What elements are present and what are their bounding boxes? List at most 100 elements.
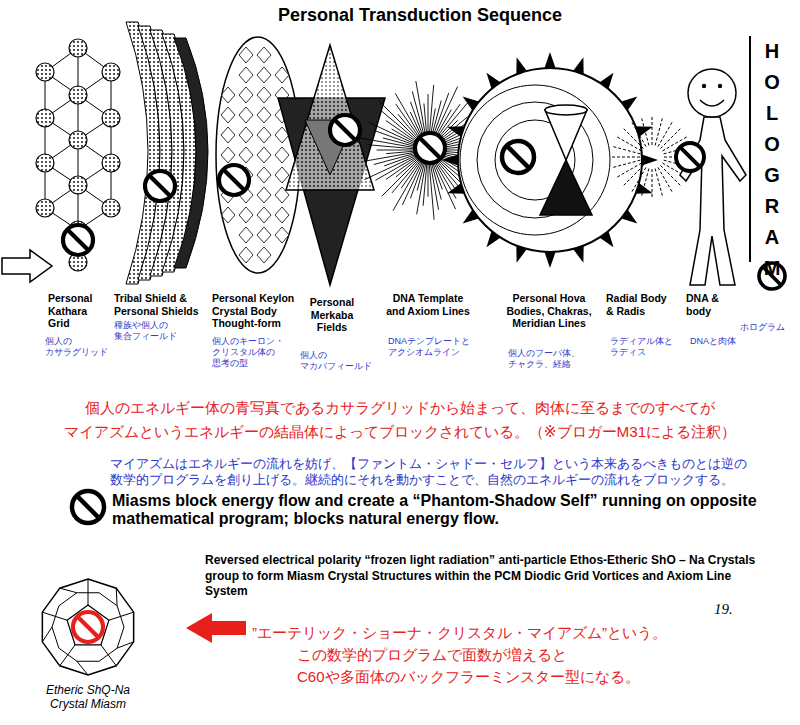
crystal xyxy=(257,67,271,83)
crystal xyxy=(239,227,253,243)
no-symbol-ring xyxy=(73,612,103,642)
smile xyxy=(700,100,724,106)
no-symbol-slash xyxy=(507,146,530,169)
grid-sphere xyxy=(69,39,87,57)
annotation-red: 個人のエネルギー体の青写真であるカサラグリッドから始まって、肉体に至るまでのすべ… xyxy=(30,396,770,443)
crystal xyxy=(257,167,271,183)
title: Personal Transduction Sequence xyxy=(240,5,600,27)
miasm-statement: Miasms block energy flow and create a “P… xyxy=(112,492,760,529)
crystal xyxy=(239,147,253,163)
radis-ray xyxy=(652,117,653,145)
radis-ray xyxy=(660,165,680,185)
dodeca-edge xyxy=(77,661,88,675)
crystal xyxy=(257,87,271,103)
no-symbol xyxy=(676,143,704,171)
head xyxy=(688,69,736,117)
part-label-ja: DNAテンプレートと アクシオムライン xyxy=(388,336,490,358)
crystal xyxy=(275,227,289,243)
annotation-red: ”エーテリック・ショーナ・クリスタル・マイアズム”という。 この数学的プログラム… xyxy=(252,622,737,687)
crystal xyxy=(239,47,253,63)
radis-ray xyxy=(655,169,662,196)
axiom-line xyxy=(410,158,425,199)
no-symbol xyxy=(219,165,249,195)
no-symbol xyxy=(330,115,360,145)
part-label-ja: 個人のフーバ体、 チャクラ、経絡 xyxy=(508,348,598,370)
no-symbol-ring xyxy=(219,165,249,195)
no-symbol-slash xyxy=(419,137,440,158)
merkaba xyxy=(278,45,385,285)
radis-ray xyxy=(612,157,640,158)
axiom-line xyxy=(431,157,455,209)
part-label-ja: DNAと肉体 xyxy=(690,336,750,347)
radis-ray xyxy=(642,118,649,145)
merkaba-up xyxy=(286,45,374,190)
crystal xyxy=(239,207,253,223)
crystal xyxy=(275,207,289,223)
no-symbol xyxy=(72,491,104,523)
dodeca-edge xyxy=(109,612,134,620)
no-symbol-slash xyxy=(77,616,98,637)
axiom-line xyxy=(429,158,434,220)
page-number: 19. xyxy=(714,600,754,618)
part-label-ja: 種族や個人の 集合フィールド xyxy=(114,320,194,342)
dodeca-inner xyxy=(67,605,109,645)
keylon-body xyxy=(216,37,300,273)
shield-layer xyxy=(174,38,208,268)
dodeca-edge xyxy=(117,642,134,648)
grid-sphere xyxy=(102,63,120,81)
hova-bodies xyxy=(442,52,658,268)
hourglass-top xyxy=(545,110,587,160)
kathara-grid xyxy=(36,39,120,271)
hova-ring xyxy=(460,85,610,235)
part-label: Personal Merkaba Fields xyxy=(304,296,360,334)
radis-ray xyxy=(613,160,640,167)
dodeca-edge xyxy=(88,579,89,605)
part-label: Personal Hova Bodies, Chakras, Meridian … xyxy=(498,292,600,330)
hologram-vertical: HOLOGRAM xyxy=(762,36,782,284)
no-symbol-ring xyxy=(502,141,534,173)
no-symbol-ring xyxy=(63,225,93,255)
grid-sphere xyxy=(69,86,87,104)
keylon-outline xyxy=(216,37,300,273)
no-symbol xyxy=(145,171,175,201)
grid-sphere xyxy=(69,176,87,194)
hourglass-bottom xyxy=(540,160,592,215)
grid-sphere xyxy=(36,109,54,127)
crystal xyxy=(221,87,235,103)
axiom-line xyxy=(359,138,420,149)
crystal xyxy=(239,127,253,143)
radis-ray xyxy=(617,137,641,151)
dodeca-edge xyxy=(42,627,52,642)
hova-outer xyxy=(458,68,642,252)
grid-sphere xyxy=(36,199,54,217)
axiom-line xyxy=(393,157,424,211)
grid-sphere xyxy=(36,154,54,172)
merkaba-down xyxy=(278,98,385,285)
radis-ray xyxy=(658,122,672,146)
no-symbol-slash xyxy=(67,229,88,250)
radis-ray xyxy=(624,165,644,185)
no-symbol-ring xyxy=(145,171,175,201)
part-label-ja: 個人のキーロン・ クリスタル体の 思考の型 xyxy=(212,336,294,368)
crystal xyxy=(257,147,271,163)
part-label-ja: ラディアル体と ラディス xyxy=(610,336,682,358)
crystal xyxy=(239,247,253,263)
no-symbol-ring xyxy=(415,133,445,163)
dodeca-edge xyxy=(42,612,67,620)
crystal xyxy=(275,167,289,183)
crystal xyxy=(221,127,235,143)
no-symbol xyxy=(415,133,445,163)
no-symbol xyxy=(502,141,534,173)
no-symbol xyxy=(73,612,103,642)
crystal xyxy=(275,147,289,163)
crystal xyxy=(239,67,253,83)
part-label-ja: 個人の カサラグリッド xyxy=(45,336,117,358)
dodeca-edge xyxy=(60,588,77,593)
no-symbol xyxy=(63,225,93,255)
no-symbol-slash xyxy=(680,147,700,167)
no-symbol-slash xyxy=(223,169,244,190)
dodeca-edge xyxy=(99,593,117,606)
part-label: Personal Keylon Crystal Body Thought-for… xyxy=(212,292,302,330)
